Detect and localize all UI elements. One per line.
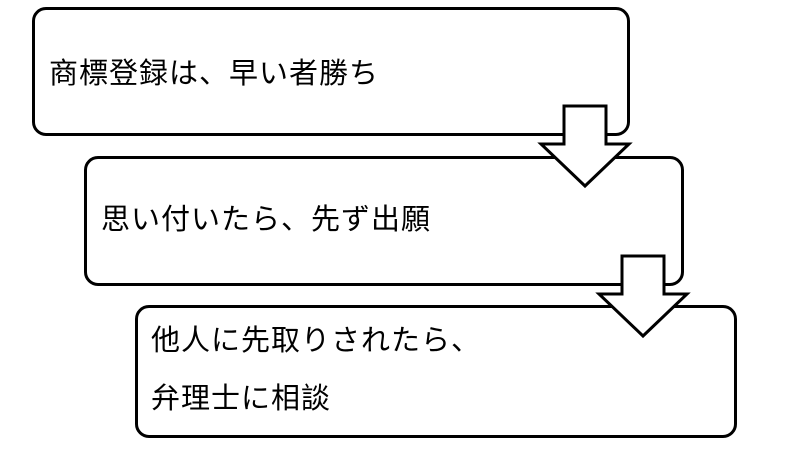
step-1-text: 商標登録は、早い者勝ち bbox=[49, 56, 380, 90]
step-box-2: 思い付いたら、先ず出願 bbox=[84, 156, 684, 286]
step-3-text-line-2: 弁理士に相談 bbox=[151, 381, 332, 415]
step-box-1: 商標登録は、早い者勝ち bbox=[32, 7, 630, 136]
down-arrow-icon bbox=[595, 254, 691, 339]
step-3-text-line-1: 他人に先取りされたら、 bbox=[151, 323, 482, 357]
step-2-text: 思い付いたら、先ず出願 bbox=[101, 202, 432, 236]
down-arrow-icon bbox=[537, 104, 633, 189]
